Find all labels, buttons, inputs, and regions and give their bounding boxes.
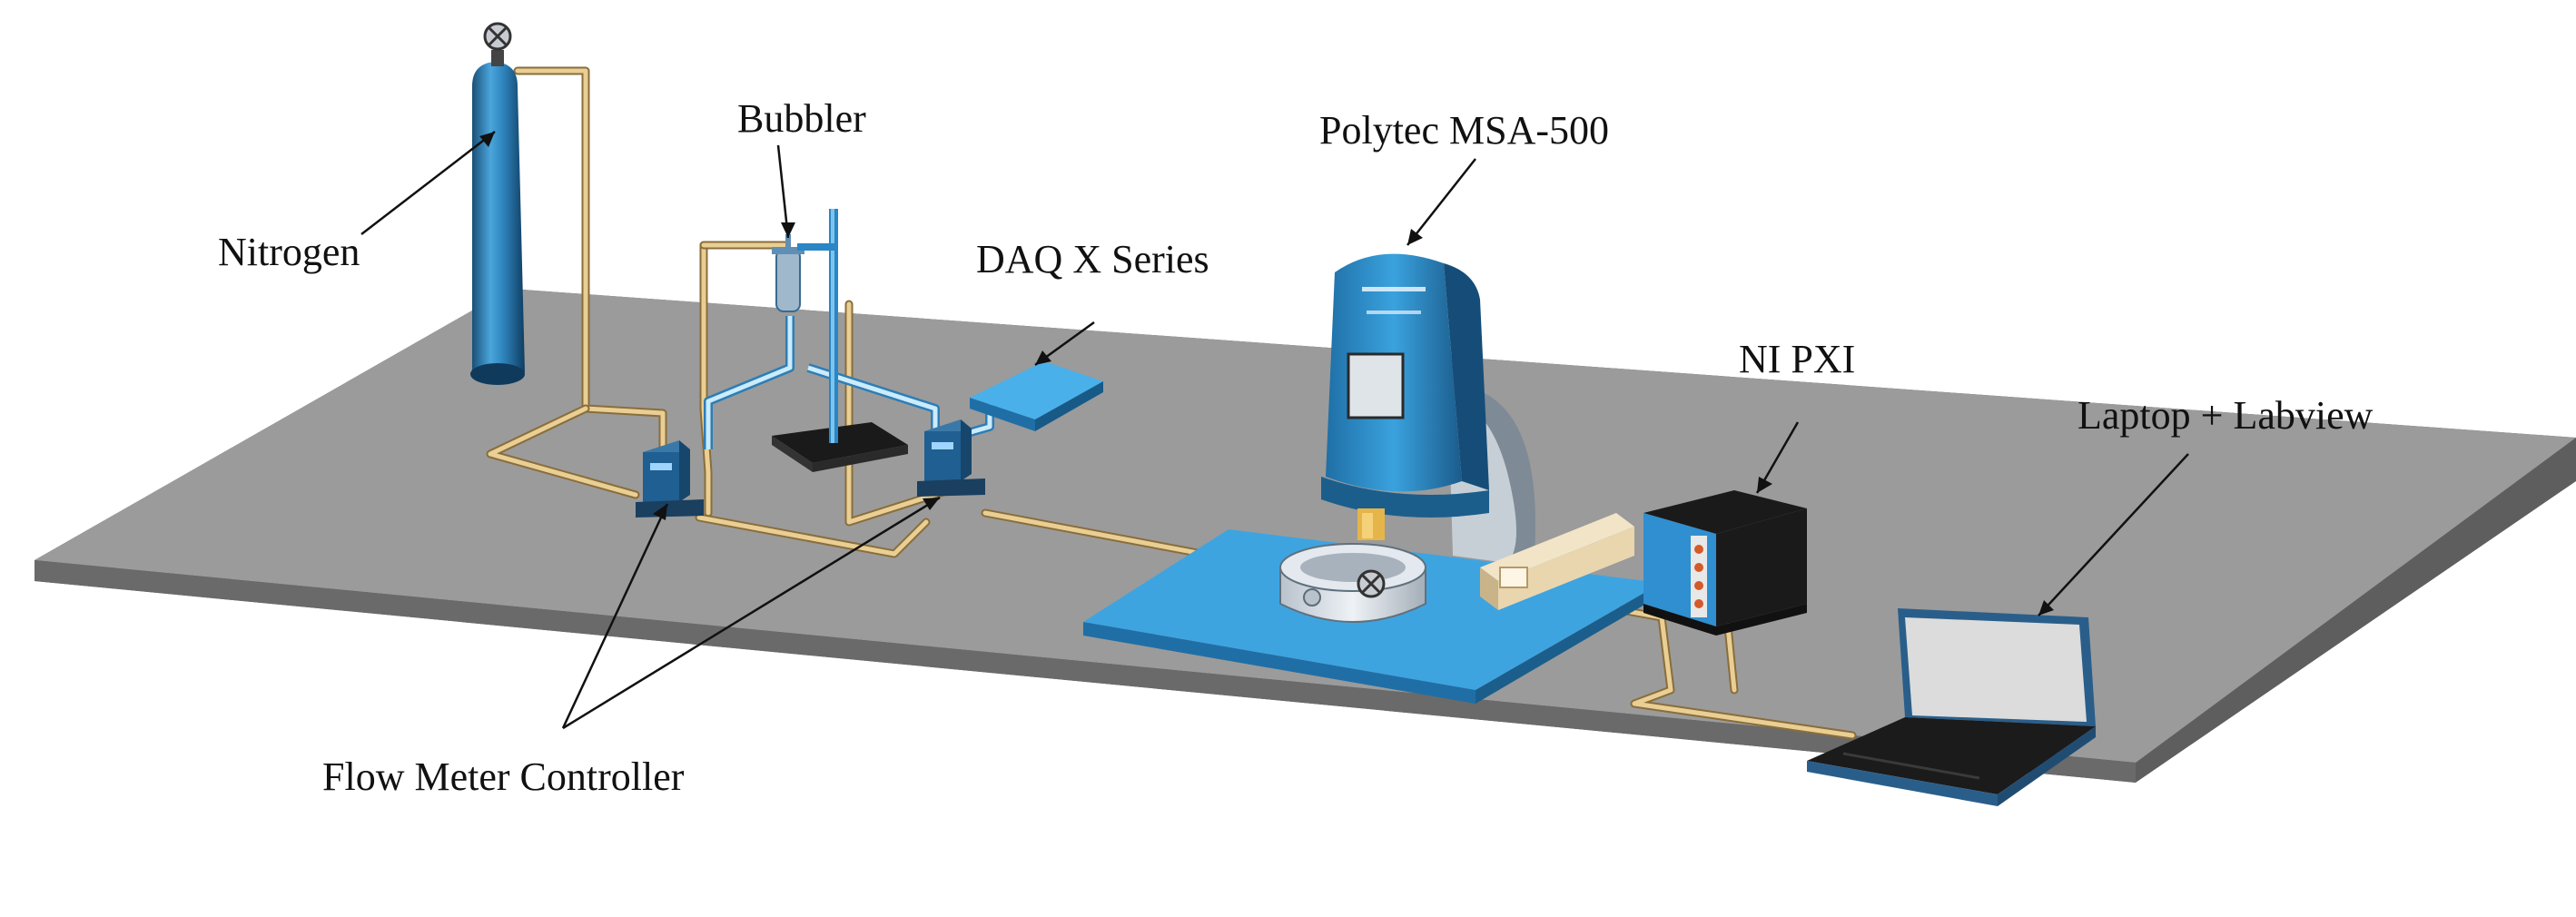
label-polytec: Polytec MSA-500 <box>1319 108 1609 153</box>
msa-display-screen <box>1347 352 1405 419</box>
label-ni-pxi: NI PXI <box>1739 337 1855 381</box>
bubbler-stand <box>772 209 908 472</box>
valve-icon <box>483 22 512 51</box>
heater-block <box>1480 513 1634 610</box>
sample-chamber <box>1279 543 1426 623</box>
label-laptop: Laptop + Labview <box>2078 393 2374 438</box>
label-nitrogen: Nitrogen <box>218 230 360 274</box>
daq-device <box>970 361 1103 431</box>
chamber-valve-icon <box>1357 569 1386 598</box>
polytec-msa-500 <box>1321 253 1535 563</box>
ni-pxi-chassis <box>1643 490 1807 636</box>
label-bubbler: Bubbler <box>737 96 866 141</box>
label-daq: DAQ X Series <box>976 237 1209 281</box>
flow-meter-controller-1 <box>636 440 704 518</box>
table <box>35 289 2576 783</box>
flow-meter-controller-2 <box>917 419 985 497</box>
leader-lines <box>360 131 2189 730</box>
label-flow-meter: Flow Meter Controller <box>322 754 685 799</box>
nitrogen-cylinder <box>470 22 525 385</box>
laptop <box>1807 608 2096 806</box>
bubbler-vessel <box>772 234 838 312</box>
